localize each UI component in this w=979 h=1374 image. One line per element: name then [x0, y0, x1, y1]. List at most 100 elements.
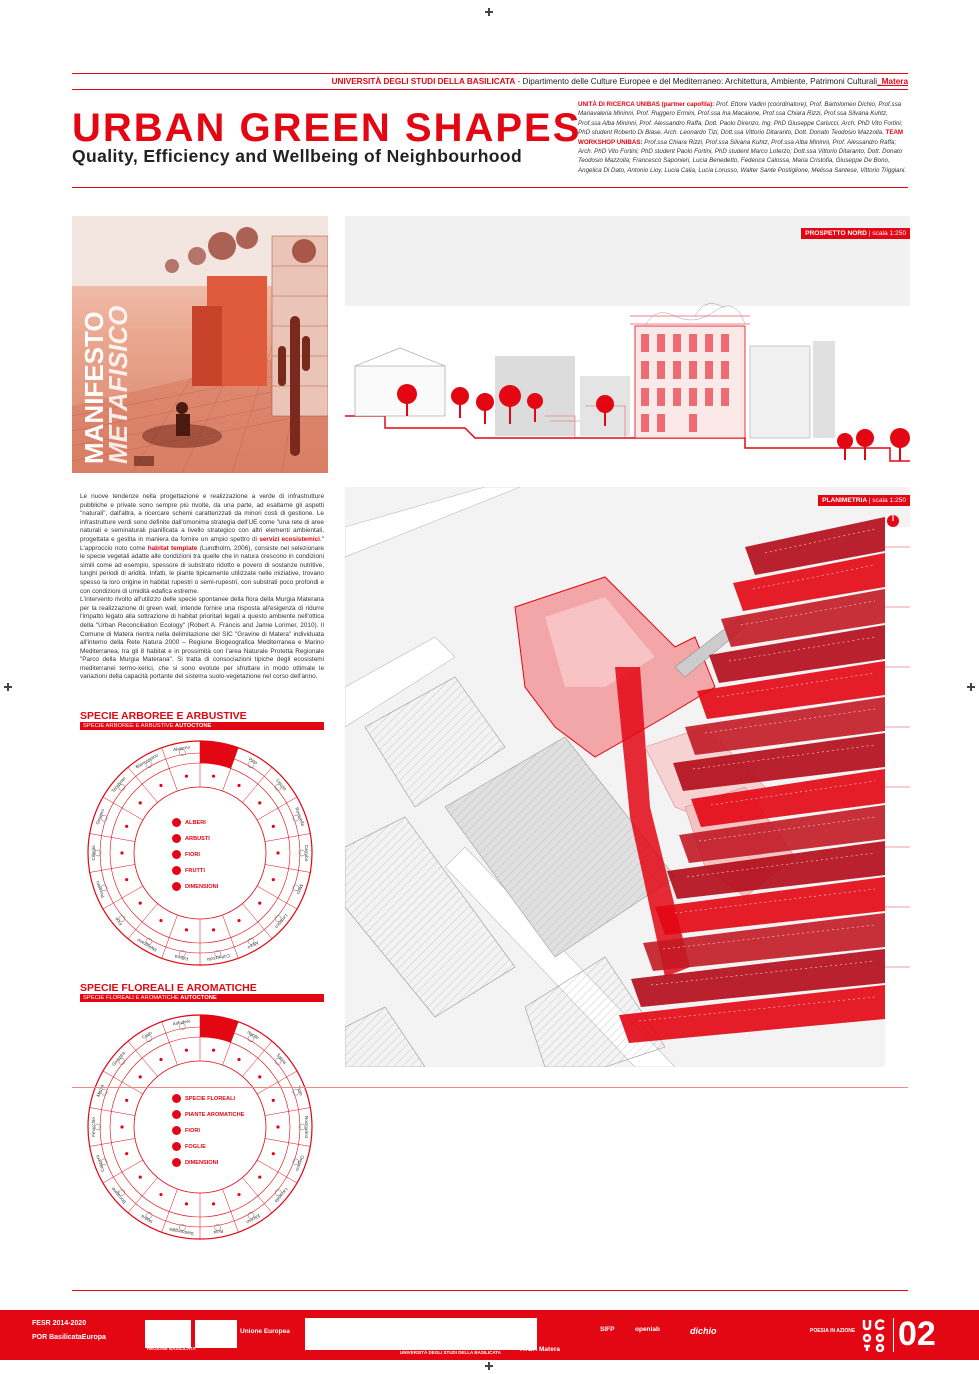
title-bottom-rule [72, 187, 908, 188]
intro-text-paragraph-2: L'intervento rivolto all'utilizzo delle … [80, 596, 324, 681]
legend-frutti: FRUTTI [172, 866, 205, 875]
footer-top-rule [72, 1290, 908, 1291]
species-label: Asfodelo [172, 1018, 191, 1026]
species-marker [271, 878, 275, 882]
north-elevation: PROSPETTO NORD | scala 1:250 [345, 216, 910, 473]
species-marker [184, 1048, 189, 1052]
species-marker [138, 1175, 142, 1179]
university-name: UNIVERSITÀ DEGLI STUDI DELLA BASILICATA [331, 77, 516, 86]
ater-matera-logo: ATER Matera [520, 1346, 560, 1353]
footer-divider [893, 1318, 894, 1352]
species-label: Cappero [95, 1154, 106, 1173]
planting-strip [643, 913, 885, 971]
species-marker [211, 928, 216, 932]
plant-sketch-icon [247, 938, 255, 945]
species-marker [125, 878, 129, 882]
legend-foglie: FOGLIE [172, 1142, 206, 1151]
north-elevation-label: PROSPETTO NORD | scala 1:250 [801, 228, 910, 239]
species-marker [276, 1125, 280, 1129]
planting-strip [673, 733, 885, 791]
intro-text: Le nuove tendenze nella progettazione e … [80, 493, 324, 682]
tree-species-subheading-text: SPECIE ARBOREE E ARBUSTIVE [83, 723, 174, 729]
openlab-logo: openlab [635, 1326, 660, 1333]
species-marker [184, 928, 189, 932]
species-label: Menta [96, 1083, 105, 1097]
fesr-logo: FESR 2014-2020 [32, 1320, 87, 1327]
unibas-label: UNIVERSITÀ DEGLI STUDI DELLA BASILICATA [400, 1350, 501, 1355]
species-label: Elicriso [245, 1213, 261, 1225]
flower-species-native-tag: AUTOCTONE [178, 995, 217, 1001]
species-marker [120, 1125, 124, 1129]
species-marker [258, 801, 262, 805]
site-plan: PLANIMETRIA | scala 1:250 [345, 487, 910, 1067]
plant-sketch-icon [179, 1224, 186, 1231]
herb-icon [172, 1110, 181, 1119]
planting-strip [631, 949, 885, 1007]
legend-label: FIORI [185, 851, 200, 858]
unione-europea-label: Unione Europea [240, 1328, 290, 1335]
tree-species-section: SPECIE ARBOREE E ARBUSTIVE SPECIE ARBORE… [80, 710, 324, 730]
sifp-logo: SIFP [600, 1326, 615, 1333]
legend-label: FRUTTI [185, 867, 205, 874]
plant-sketch-icon [214, 950, 221, 957]
tree-species-subheading: SPECIE ARBOREE E ARBUSTIVE AUTOCTONE [80, 722, 324, 730]
species-label: Alloro [246, 940, 259, 950]
ugs-logo-graphic [862, 1319, 885, 1353]
plant-sketch-icon [274, 915, 282, 922]
species-marker [125, 1098, 129, 1102]
planting-strip [733, 553, 885, 611]
department-name: - Dipartimento delle Culture Europee e d… [515, 77, 878, 86]
species-label: Alaterno [173, 744, 191, 752]
species-marker [237, 783, 241, 788]
species-label: Timo [296, 1085, 304, 1097]
fruit-icon [172, 866, 181, 875]
plant-sketch-icon [274, 1058, 282, 1065]
site-plan-drawing [345, 487, 910, 1067]
north-elevation-title: PROSPETTO NORD [805, 230, 867, 237]
plant-sketch-icon [145, 761, 153, 768]
species-marker [276, 851, 280, 855]
habitat-template-term: habitat template [147, 544, 198, 552]
site-plan-label: PLANIMETRIA | scala 1:250 [818, 495, 910, 506]
species-marker [138, 801, 142, 805]
species-label: Ciliegio [91, 845, 96, 861]
species-marker [271, 824, 275, 828]
tree-species-wheel-graphic: OlivoPinoLeccioRoverellaCarruboMirtoLent… [87, 740, 313, 966]
plant-sketch-icon [100, 884, 108, 892]
site-plan-title: PLANIMETRIA [822, 497, 867, 504]
legend-label: DIMENSIONI [185, 883, 219, 890]
plant-sketch-icon [298, 1123, 306, 1131]
intro-text-part: ." L'approccio noto come [80, 535, 324, 552]
planting-strip [667, 841, 885, 899]
species-marker [138, 901, 142, 905]
planting-strip [619, 985, 885, 1043]
header-top-rule [72, 73, 908, 74]
flower-icon [172, 1094, 181, 1103]
highlight-sector [200, 1015, 239, 1043]
species-label: Origano [295, 1155, 305, 1172]
legend-label: ALBERI [185, 819, 206, 826]
tree-icon [172, 818, 181, 827]
strip-texture [704, 708, 876, 734]
species-marker [138, 1075, 142, 1079]
university-header: UNIVERSITÀ DEGLI STUDI DELLA BASILICATA … [72, 77, 908, 86]
plant-sketch-icon [298, 849, 306, 857]
species-marker [184, 1202, 189, 1206]
intro-text-part: (Lundholm, 2006), consiste nel seleziona… [80, 544, 324, 595]
strip-texture [752, 564, 876, 590]
flower-species-subheading: SPECIE FLOREALI E AROMATICHE AUTOCTONE [80, 994, 324, 1002]
species-label: Finocchio [91, 1117, 96, 1137]
species-label: Rosmarino [304, 1116, 309, 1139]
species-label: Nardo [246, 1030, 260, 1041]
city-name: _Matera [877, 77, 908, 86]
poesia-in-azione-logo: POESIA IN AZIONE [810, 1328, 856, 1334]
species-marker [125, 1152, 129, 1156]
research-unit-label: UNITÀ DI RICERCA UNIBAS (partner capofil… [578, 101, 715, 108]
species-marker [258, 901, 262, 905]
species-label: Ginepro [95, 808, 105, 825]
registration-mark [485, 8, 493, 16]
plant-sketch-icon [274, 1189, 282, 1196]
plant-sketch-icon [100, 1158, 108, 1166]
planting-strip [697, 661, 885, 719]
species-marker [258, 1075, 262, 1079]
